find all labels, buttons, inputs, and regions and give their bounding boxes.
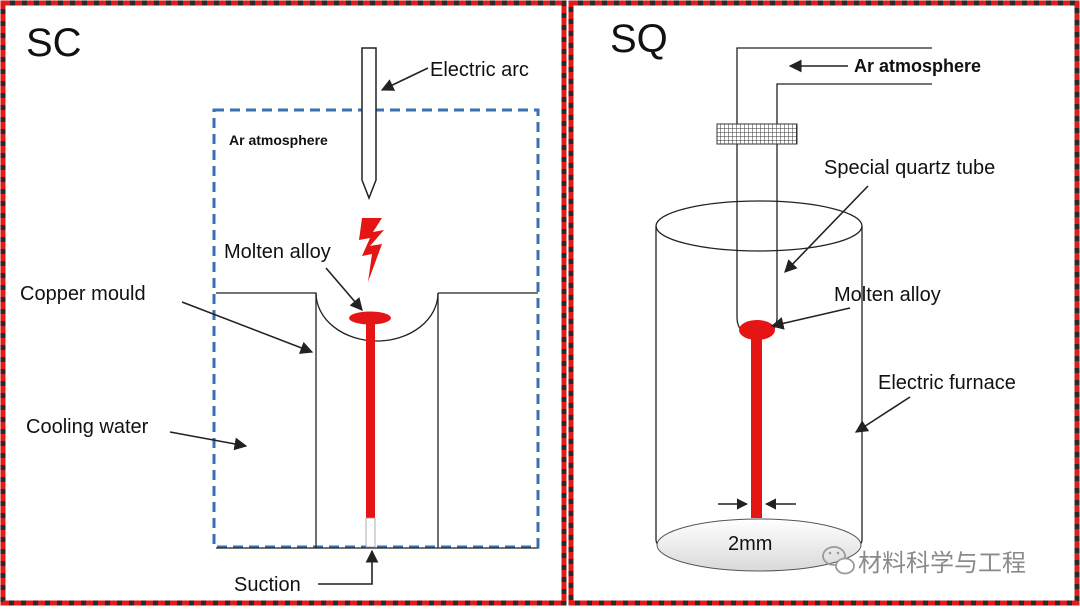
sc-ar-atmosphere-label: Ar atmosphere — [229, 132, 328, 148]
diameter-label: 2mm — [728, 533, 772, 555]
sc-molten-alloy-label: Molten alloy — [224, 241, 331, 263]
wechat-icon — [822, 546, 855, 575]
special-quartz-tube-arrow — [784, 185, 869, 273]
sq-molten-alloy-label: Molten alloy — [834, 284, 941, 306]
special-quartz-tube-label: Special quartz tube — [824, 157, 995, 179]
cooling-water-arrow — [169, 431, 248, 451]
mesh-cap — [716, 123, 798, 145]
sq-molten-alloy-pool — [739, 320, 775, 340]
sc-cast-rod — [366, 322, 375, 518]
sq-cast-rod — [751, 334, 762, 518]
copper-mould-label: Copper mould — [20, 283, 146, 305]
watermark: 材料科学与工程 — [822, 546, 1026, 577]
left-panel-frame — [0, 0, 567, 606]
electrode-rod — [361, 47, 377, 201]
electric-arc-label: Electric arc — [430, 59, 529, 81]
lightning-bolt-icon — [359, 218, 384, 282]
electric-furnace-arrow — [854, 396, 911, 433]
sc-molten-alloy-arrow — [325, 267, 363, 311]
electric-arc-arrow — [380, 67, 429, 91]
sq-ar-atmosphere-label: Ar atmosphere — [854, 56, 981, 76]
copper-mould-arrow — [181, 301, 314, 354]
sc-molten-alloy-pool — [349, 311, 391, 325]
sq-title: SQ — [610, 17, 668, 61]
watermark-text: 材料科学与工程 — [858, 550, 1026, 577]
electric-furnace-label: Electric furnace — [878, 372, 1016, 394]
sc-title: SC — [26, 21, 82, 65]
sc-rod-channel — [365, 517, 376, 548]
cooling-water-label: Cooling water — [26, 416, 149, 438]
suction-label: Suction — [234, 574, 301, 596]
copper-mould — [216, 292, 538, 549]
right-panel-frame — [568, 0, 1080, 606]
sq-molten-alloy-arrow — [770, 307, 851, 330]
suction-arrow — [318, 549, 379, 585]
electric-furnace — [655, 200, 863, 572]
